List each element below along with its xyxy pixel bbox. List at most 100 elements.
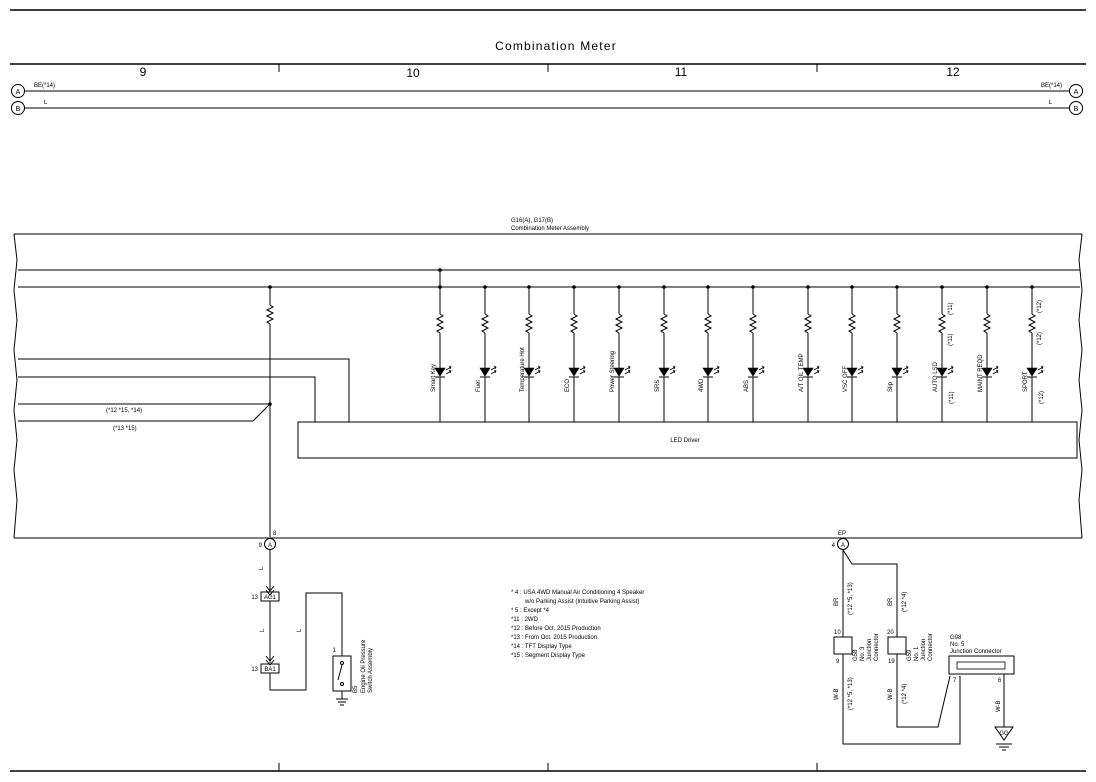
indicator-label: ABS — [744, 380, 750, 392]
svg-text:20: 20 — [887, 630, 894, 636]
assembly-ref: G16(A), G17(B) — [511, 218, 553, 224]
junction-connector-g59 — [887, 636, 907, 655]
bus-b-right-wire-color: L — [1049, 100, 1053, 106]
indicator-label: AUTO LSD — [933, 361, 939, 392]
indicator-fuel: Fuel — [476, 285, 497, 422]
led-icon — [479, 367, 491, 377]
pin-9-connector-letter: A — [268, 543, 272, 549]
svg-text:7: 7 — [953, 678, 957, 684]
indicator-label: Smart Key — [431, 364, 437, 392]
bus-a-right-marker — [1069, 84, 1083, 98]
indicator-smart-key: Smart Key — [431, 270, 452, 422]
svg-text:W-B: W-B — [834, 688, 840, 700]
left-branch-note-upper: (*12 *15, *14) — [106, 408, 142, 414]
switch-contact-icon — [337, 664, 343, 681]
svg-text:1: 1 — [333, 648, 337, 654]
pin-4-terminal-label: EP — [838, 531, 846, 537]
led-icon — [658, 367, 670, 377]
svg-text:G98: G98 — [950, 635, 962, 641]
indicator-label: Power Steering — [610, 351, 616, 392]
svg-text:L: L — [259, 566, 265, 570]
svg-text:(*12 *5, *13): (*12 *5, *13) — [848, 582, 854, 615]
svg-text:Junction Connector: Junction Connector — [950, 649, 1002, 655]
page-title: Combination Meter — [495, 39, 617, 53]
svg-text:* 4 : USA 4WD Manual Air Condi: * 4 : USA 4WD Manual Air Conditioning 4 … — [511, 590, 644, 596]
indicator-sport: SPORT (*12) — [1023, 285, 1045, 422]
junction-connector-g58 — [833, 636, 853, 655]
svg-text:*11 : 2WD: *11 : 2WD — [511, 617, 539, 623]
svg-text:No. 1: No. 1 — [914, 646, 920, 661]
led-icon — [613, 367, 625, 377]
indicator-label: VSC OFF — [843, 366, 849, 392]
auto-lsd-resistor-note: (*11) — [948, 302, 954, 315]
oil-pressure-circuit: L AG1 13 L BA1 13 L 1 B5 Engine Oil Pres… — [251, 550, 374, 706]
resistor-icon — [748, 313, 758, 334]
indicator-label: Fuel — [476, 380, 482, 392]
svg-text:L: L — [297, 628, 303, 632]
led-driver-label: LED Driver — [670, 438, 699, 444]
svg-text:AG1: AG1 — [264, 595, 277, 601]
indicator-label: ECO — [565, 379, 571, 392]
indicator-abs: ABS — [744, 285, 765, 422]
svg-text:Junction: Junction — [867, 639, 873, 661]
svg-text:BA1: BA1 — [264, 667, 276, 673]
svg-text:G58: G58 — [853, 649, 859, 661]
pin-4-number: 4 — [832, 543, 836, 549]
column-number-10: 10 — [406, 66, 420, 80]
resistor-icon — [892, 313, 902, 334]
column-number-11: 11 — [675, 65, 688, 79]
combination-meter-assembly: G16(A), G17(B) Combination Meter Assembl… — [13, 218, 1083, 539]
svg-text:(*12 *5, *13): (*12 *5, *13) — [848, 677, 854, 710]
bus-a-left-wire-color: BE(*14) — [34, 83, 55, 89]
resistor-icon — [524, 313, 534, 334]
svg-text:G59: G59 — [907, 649, 913, 661]
column-number-9: 9 — [140, 65, 147, 79]
connector-a-pin-4 — [837, 538, 849, 550]
led-icon — [523, 367, 535, 377]
svg-text:W-B: W-B — [888, 688, 894, 700]
resistor-icon — [847, 313, 857, 334]
svg-text:No. 3: No. 3 — [860, 646, 866, 661]
svg-text:9: 9 — [836, 659, 840, 665]
svg-text:*14 : TFT Display Type: *14 : TFT Display Type — [511, 644, 572, 650]
junction-connector-g98 — [948, 655, 1015, 675]
svg-text:Connector: Connector — [874, 633, 880, 661]
indicator-vsc-off: VSC OFF — [843, 285, 864, 422]
bus-a-right-label: A — [1074, 89, 1079, 96]
svg-text:Junction: Junction — [921, 639, 927, 661]
indicator-label: SPORT — [1023, 371, 1029, 392]
resistor-icon — [982, 313, 992, 334]
connector-a-pin-9 — [264, 538, 276, 550]
indicator-label: Temperature Hot — [520, 347, 526, 392]
indicator-label: Slip — [888, 381, 894, 392]
resistor-icon — [480, 313, 490, 334]
svg-text:Connector: Connector — [928, 633, 934, 661]
indicator-note: (*12) — [1039, 391, 1045, 404]
bus-b-right-label: B — [1074, 106, 1079, 113]
svg-text:* 5 : Except *4: * 5 : Except *4 — [511, 608, 550, 614]
led-icon — [702, 367, 714, 377]
led-icon — [1026, 367, 1038, 377]
sport-resistor-note: (*12) — [1037, 300, 1043, 313]
pin-9-number: 9 — [259, 543, 263, 549]
svg-text:W-B: W-B — [996, 700, 1002, 712]
left-branch-note-lower: (*13 *15) — [113, 426, 137, 432]
resistor-icon — [569, 313, 579, 334]
resistor-icon — [265, 304, 275, 325]
bus-a-left-label: A — [16, 89, 21, 96]
led-icon — [981, 367, 993, 377]
auto-lsd-resistor-note-2: (*11) — [948, 333, 954, 346]
assembly-name: Combination Meter Assembly — [511, 226, 589, 232]
column-number-12: 12 — [946, 65, 960, 79]
indicator-auto-lsd: AUTO LSD (*11) — [933, 285, 955, 422]
ground-icon — [336, 698, 348, 706]
indicator-power-steering: Power Steering — [610, 285, 631, 422]
indicator-eco: ECO — [565, 285, 586, 422]
svg-text:10: 10 — [834, 630, 841, 636]
indicator-4wd: 4WD — [699, 285, 720, 422]
svg-text:BR: BR — [834, 597, 840, 606]
pin-4-connector-letter: A — [841, 543, 845, 549]
bus-b-left-wire-color: L — [44, 100, 48, 106]
svg-text:13: 13 — [251, 595, 258, 601]
resistor-icon — [803, 313, 813, 334]
